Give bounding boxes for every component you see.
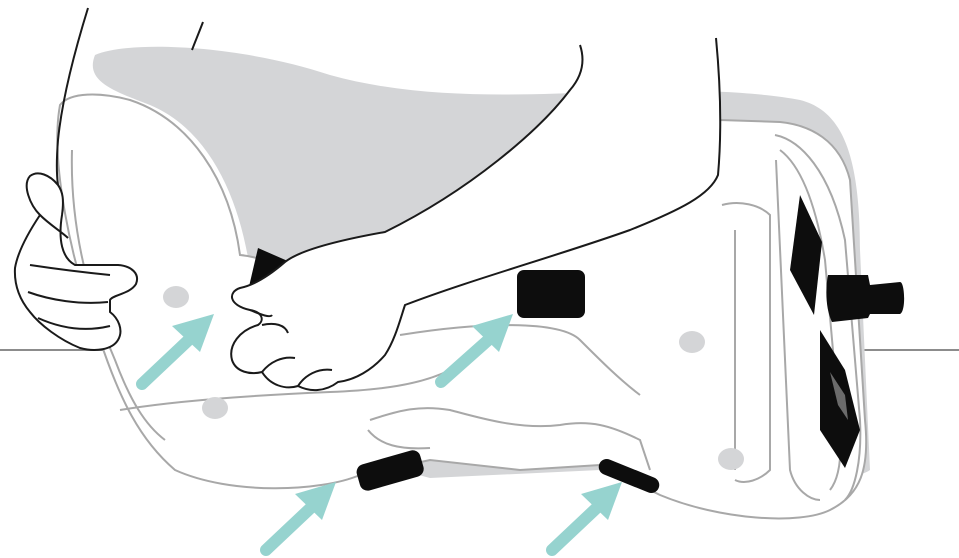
rubber-pad-upper-middle: [517, 270, 585, 318]
arrow-lower-left-pad: [266, 482, 336, 550]
hole-right-upper: [679, 331, 705, 353]
left-arm-front: [192, 22, 203, 50]
hole-upper-left: [163, 286, 189, 308]
hole-right-lower: [718, 448, 744, 470]
hole-lower-left: [202, 397, 228, 419]
power-connector: [826, 275, 904, 322]
arrow-lower-right-pad: [552, 482, 622, 550]
